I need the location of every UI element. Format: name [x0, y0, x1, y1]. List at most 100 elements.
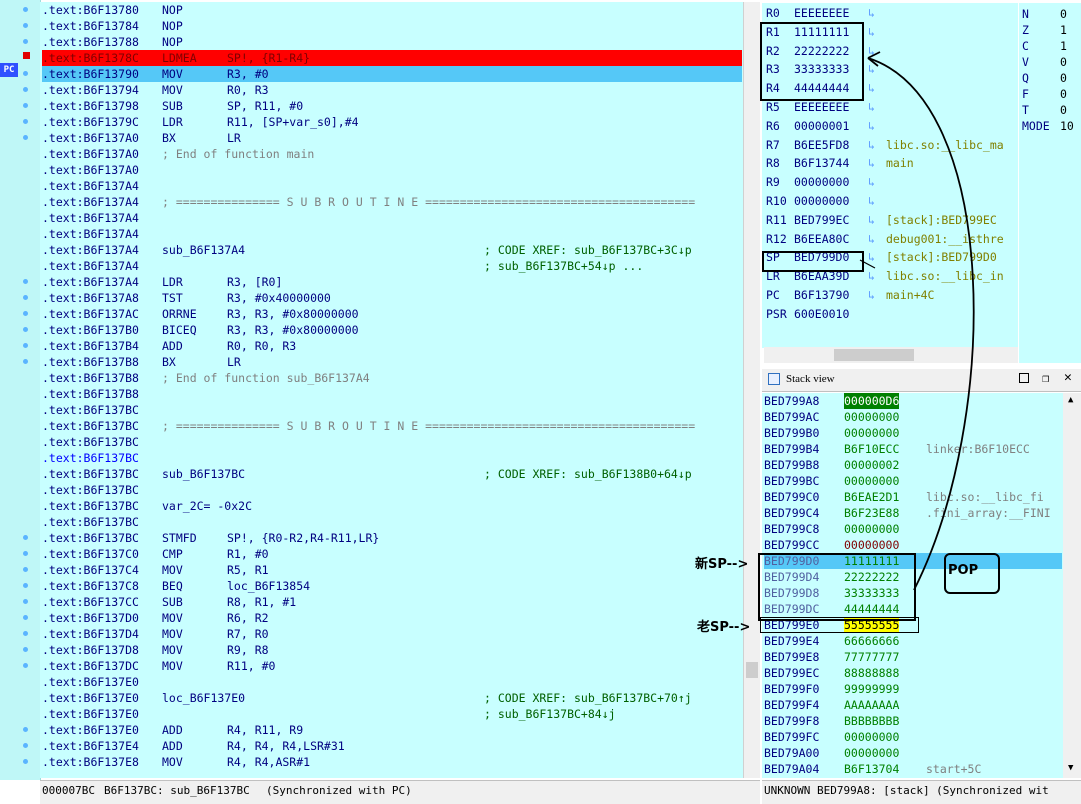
gutter-dot[interactable]	[23, 343, 28, 348]
gutter-dot[interactable]	[23, 135, 28, 140]
code-line[interactable]: .text:B6F137BC	[42, 450, 742, 466]
gutter-dot[interactable]	[23, 7, 28, 12]
code-line[interactable]: .text:B6F137B8	[42, 386, 742, 402]
jump-arrow-icon[interactable]: ↳	[868, 175, 875, 190]
jump-arrow-icon[interactable]: ↳	[868, 62, 875, 77]
code-line[interactable]: .text:B6F137B8; End of function sub_B6F1…	[42, 370, 742, 386]
code-line[interactable]: .text:B6F137BC	[42, 434, 742, 450]
code-line[interactable]: .text:B6F137E0; sub_B6F137BC+84↓j	[42, 706, 742, 722]
gutter-dot[interactable]	[23, 23, 28, 28]
code-line[interactable]: .text:B6F137A4	[42, 226, 742, 242]
breakpoint-marker[interactable]	[23, 52, 30, 59]
jump-arrow-icon[interactable]: ↳	[868, 156, 875, 171]
jump-arrow-icon[interactable]: ↳	[868, 194, 875, 208]
restore-icon[interactable]	[1019, 373, 1029, 383]
stack-scrollbar[interactable]: ▲ ▼	[1063, 393, 1081, 778]
code-line[interactable]: .text:B6F137BC	[42, 514, 742, 530]
breakpoint-gutter[interactable]: PC	[0, 0, 41, 780]
gutter-dot[interactable]	[23, 567, 28, 572]
gutter-dot[interactable]	[23, 631, 28, 636]
gutter-dot[interactable]	[23, 551, 28, 556]
gutter-dot[interactable]	[23, 295, 28, 300]
code-line[interactable]: .text:B6F137A4	[42, 210, 742, 226]
code-line[interactable]: .text:B6F137A4; =============== S U B R …	[42, 194, 742, 210]
gutter-dot[interactable]	[23, 327, 28, 332]
disassembly-scrollbar[interactable]	[743, 2, 760, 778]
jump-arrow-icon[interactable]: ↳	[868, 288, 875, 302]
jump-arrow-icon[interactable]: ↳	[868, 250, 875, 265]
scrollbar-thumb[interactable]	[746, 662, 758, 678]
gutter-dot[interactable]	[23, 535, 28, 540]
jump-arrow-icon[interactable]: ↳	[868, 43, 875, 58]
gutter-dot[interactable]	[23, 663, 28, 668]
gutter-dot[interactable]	[23, 759, 28, 764]
jump-arrow-icon[interactable]: ↳	[868, 100, 875, 114]
gutter-dot[interactable]	[23, 103, 28, 108]
gutter-dot[interactable]	[23, 743, 28, 748]
code-line[interactable]: .text:B6F137A4	[42, 178, 742, 194]
maximize-icon[interactable]: ❐	[1042, 371, 1050, 385]
code-line[interactable]: .text:B6F137E0	[42, 674, 742, 690]
gutter-dot[interactable]	[23, 87, 28, 92]
code-line[interactable]: .text:B6F137BC	[42, 482, 742, 498]
gutter-dot[interactable]	[23, 727, 28, 732]
close-icon[interactable]: ✕	[1064, 370, 1072, 385]
gutter-dot[interactable]	[23, 615, 28, 620]
gutter-dot[interactable]	[23, 71, 28, 76]
scrollbar-thumb[interactable]	[834, 349, 914, 361]
jump-arrow-icon[interactable]: ↳	[868, 118, 875, 133]
code-line[interactable]: .text:B6F137BC	[42, 402, 742, 418]
scroll-down-icon[interactable]: ▼	[1068, 763, 1074, 773]
gutter-dot[interactable]	[23, 311, 28, 316]
